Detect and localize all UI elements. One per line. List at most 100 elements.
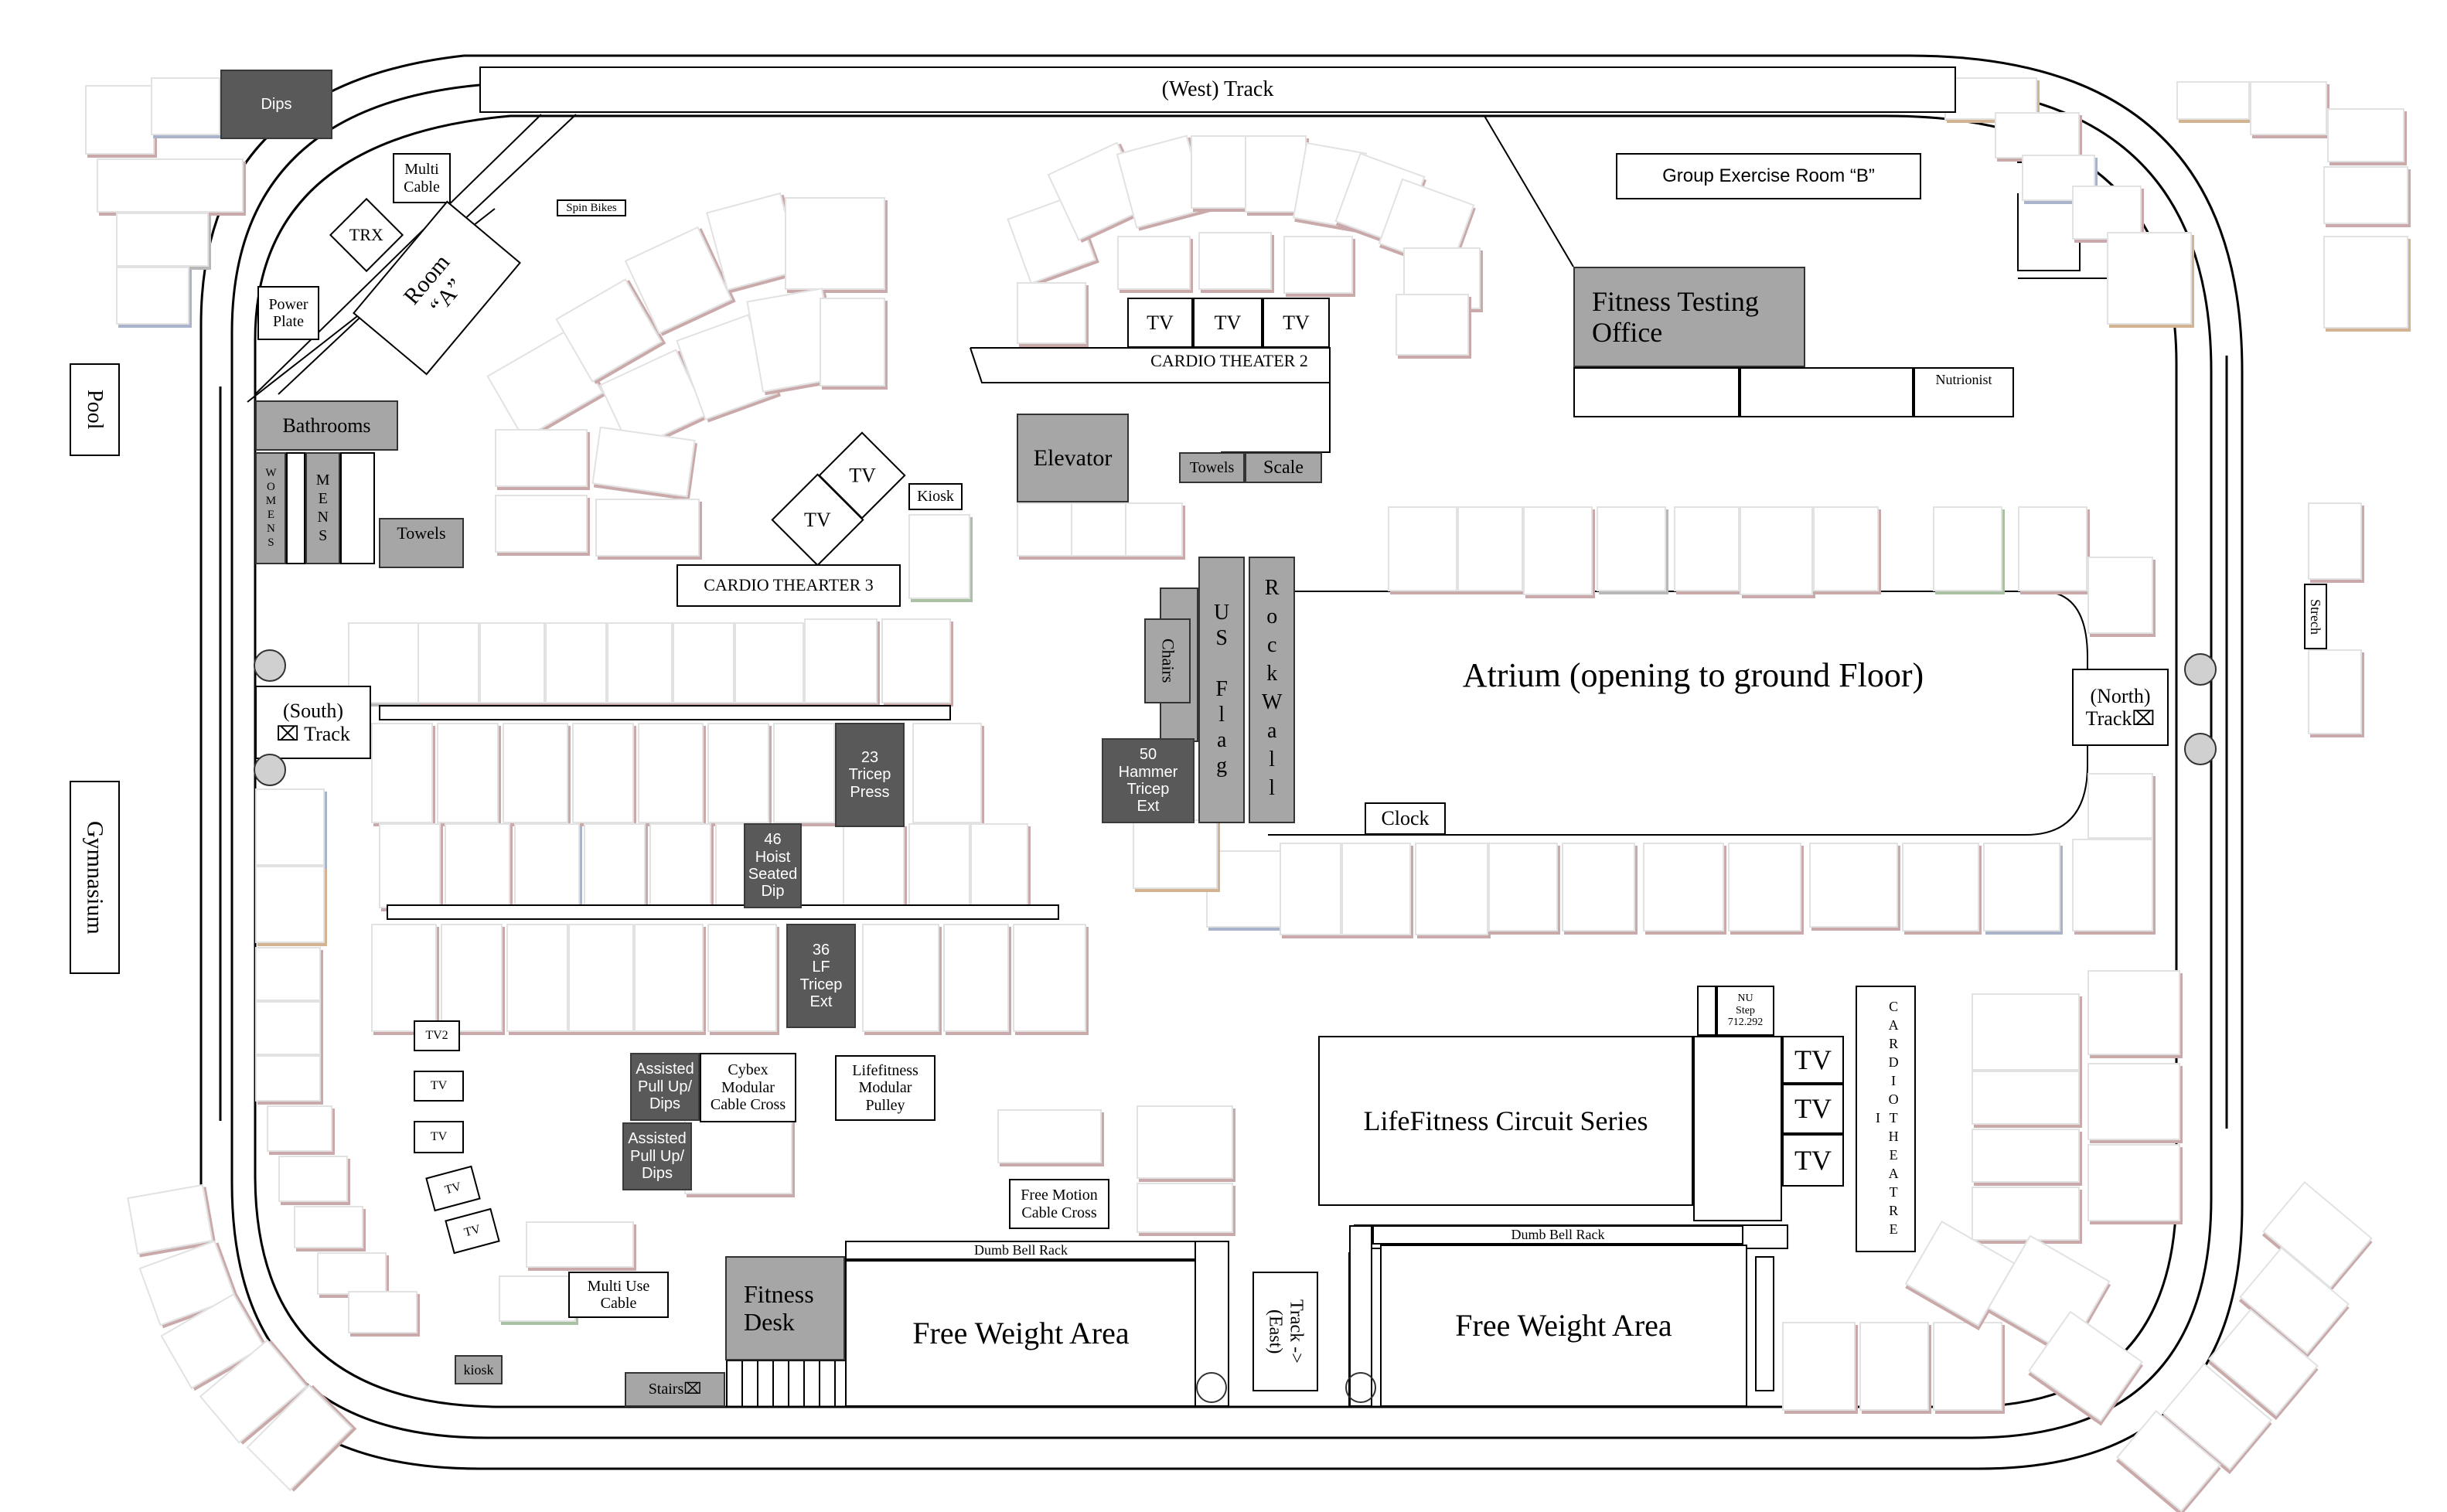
machine (348, 1291, 417, 1333)
machine (2250, 81, 2327, 135)
machine (1674, 506, 1740, 591)
rock-wall: RockWall (1249, 557, 1295, 823)
machine (2308, 649, 2362, 734)
machine (255, 1001, 321, 1055)
machine (943, 924, 1009, 1032)
track-post (254, 754, 286, 786)
machine (584, 823, 646, 908)
track-post (2184, 653, 2217, 686)
north-track-label: (North) Track⌧ (2072, 669, 2169, 746)
machine (1995, 112, 2080, 158)
machine (1137, 1183, 1233, 1233)
lifefitness-pulley: Lifefitness Modular Pulley (835, 1055, 936, 1121)
machine (568, 924, 634, 1032)
machine (379, 823, 441, 908)
nu-step: NU Step 712.292 (1716, 986, 1774, 1036)
machine (912, 723, 982, 823)
machine (255, 788, 325, 866)
machine (1972, 1129, 2080, 1183)
machine (545, 622, 607, 703)
machine (441, 924, 503, 1032)
fitness-testing-office: Fitness Testing Office (1573, 267, 1805, 367)
track-post (254, 649, 286, 682)
machine (881, 618, 951, 703)
post-circle (1196, 1372, 1227, 1403)
cybex-cable-cross: Cybex Modular Cable Cross (700, 1053, 796, 1122)
machine (1341, 843, 1411, 935)
machine (151, 77, 220, 135)
machine (267, 1105, 332, 1152)
assisted-pullup-2: Assisted Pull Up/ Dips (622, 1122, 692, 1190)
tv-theater2-1: TV (1127, 298, 1193, 348)
south-track-label: (South) ⌧ Track (255, 686, 371, 759)
group-exercise-room-b: Group Exercise Room “B” (1616, 153, 1921, 199)
machine (2176, 81, 2250, 120)
fitness-desk: Fitness Desk (725, 1256, 845, 1360)
machine (1117, 236, 1191, 290)
tv-theater2-2: TV (1193, 298, 1263, 348)
machine (317, 1252, 387, 1295)
us-flag: US Flag (1198, 557, 1245, 823)
lifefitness-circuit-series: LifeFitness Circuit Series (1318, 1036, 1693, 1206)
west-track-label: (West) Track (479, 66, 1956, 113)
machine (2327, 108, 2404, 162)
machine (1133, 819, 1218, 889)
machine (1013, 924, 1086, 1032)
towels-left: Towels (379, 518, 464, 568)
machine (1983, 843, 2060, 931)
machine (116, 267, 189, 325)
machine (997, 1109, 1102, 1163)
bathroom-divider (340, 452, 375, 564)
machine (1972, 1071, 2080, 1125)
tv-label: TV (848, 464, 876, 487)
multi-cable-station: Multi Cable (393, 153, 451, 203)
towels-mid: Towels (1179, 452, 1245, 483)
pool-label: Pool (70, 363, 120, 456)
machine (843, 823, 905, 908)
machine (437, 723, 499, 823)
dumb-bell-rack-left: Dumb Bell Rack (845, 1241, 1197, 1260)
trx-label: TRX (349, 224, 383, 244)
cardio-theater-3: CARDIO THEARTER 3 (677, 564, 901, 607)
machine (2323, 236, 2408, 329)
machine (2087, 1144, 2180, 1221)
machine (1782, 1322, 1856, 1411)
machine (255, 866, 325, 943)
tv-small: TV (414, 1121, 464, 1153)
tv-theater2-3: TV (1263, 298, 1330, 348)
machine (526, 1221, 634, 1268)
machine (908, 823, 970, 908)
lf-tricep-station: 36 LF Tricep Ext (786, 924, 856, 1028)
machine (2308, 502, 2362, 580)
machine (1859, 1322, 1929, 1411)
machine (371, 723, 433, 823)
machine (1740, 506, 1813, 595)
kiosk-top: Kiosk (908, 483, 963, 510)
machine (1562, 843, 1635, 931)
machine (1809, 843, 1898, 928)
machine (2323, 166, 2408, 224)
machine (371, 924, 437, 1032)
machine (595, 499, 700, 557)
pool-text: Pool (83, 390, 107, 430)
nutrionist-office: Nutrionist (1914, 367, 2014, 417)
cardio-theater-2-label: CARDIO THEATER 2 (1150, 351, 1308, 370)
machine (255, 1055, 321, 1102)
machine (1597, 506, 1666, 591)
tv2: TV2 (414, 1020, 460, 1051)
machine (445, 823, 510, 908)
machine (97, 158, 244, 213)
free-weight-area-right: Free Weight Area (1380, 1245, 1747, 1407)
machine (495, 429, 588, 487)
tv-circuit-1: TV (1782, 1036, 1844, 1084)
bench-bar-upper (379, 705, 951, 720)
machine (278, 1156, 348, 1202)
clock: Clock (1365, 802, 1446, 835)
machine (1137, 1105, 1233, 1179)
machine (1457, 506, 1523, 591)
machine (2087, 773, 2153, 839)
machine (1125, 502, 1183, 557)
machine (1728, 843, 1801, 931)
machine (506, 924, 568, 1032)
